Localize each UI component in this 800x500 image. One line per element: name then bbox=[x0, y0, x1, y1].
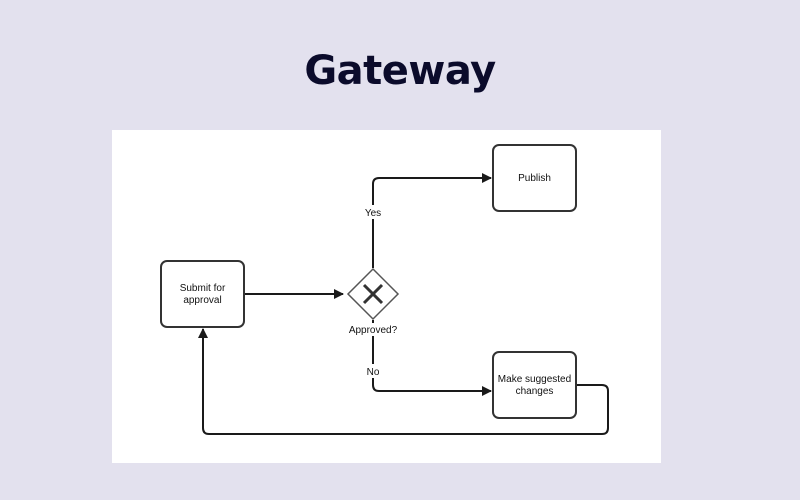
edge-label-no: No bbox=[367, 367, 380, 378]
exclusive-gateway[interactable] bbox=[346, 267, 400, 321]
gateway-label: Approved? bbox=[349, 325, 398, 336]
gateway-label-bg bbox=[346, 323, 400, 336]
edge-label-yes: Yes bbox=[365, 208, 381, 219]
task-label-line: Submit for bbox=[180, 283, 226, 294]
edge-gateway-to-publish bbox=[372, 173, 492, 268]
task-submit-for-approval[interactable]: Submit for approval bbox=[160, 260, 245, 328]
no-label-bg bbox=[364, 364, 382, 378]
x-icon bbox=[362, 283, 384, 305]
task-make-suggested-changes[interactable]: Make suggested changes bbox=[492, 351, 577, 419]
task-label-line: Publish bbox=[518, 173, 551, 184]
task-label-line: Make suggested bbox=[498, 374, 571, 385]
task-label-line: changes bbox=[516, 386, 554, 397]
task-publish[interactable]: Publish bbox=[492, 144, 577, 212]
page-title: Gateway bbox=[304, 48, 496, 94]
yes-label-bg bbox=[362, 205, 384, 219]
edge-changes-to-submit bbox=[198, 328, 609, 435]
task-label-line: approval bbox=[183, 295, 221, 306]
edge-gateway-to-changes bbox=[372, 320, 492, 396]
